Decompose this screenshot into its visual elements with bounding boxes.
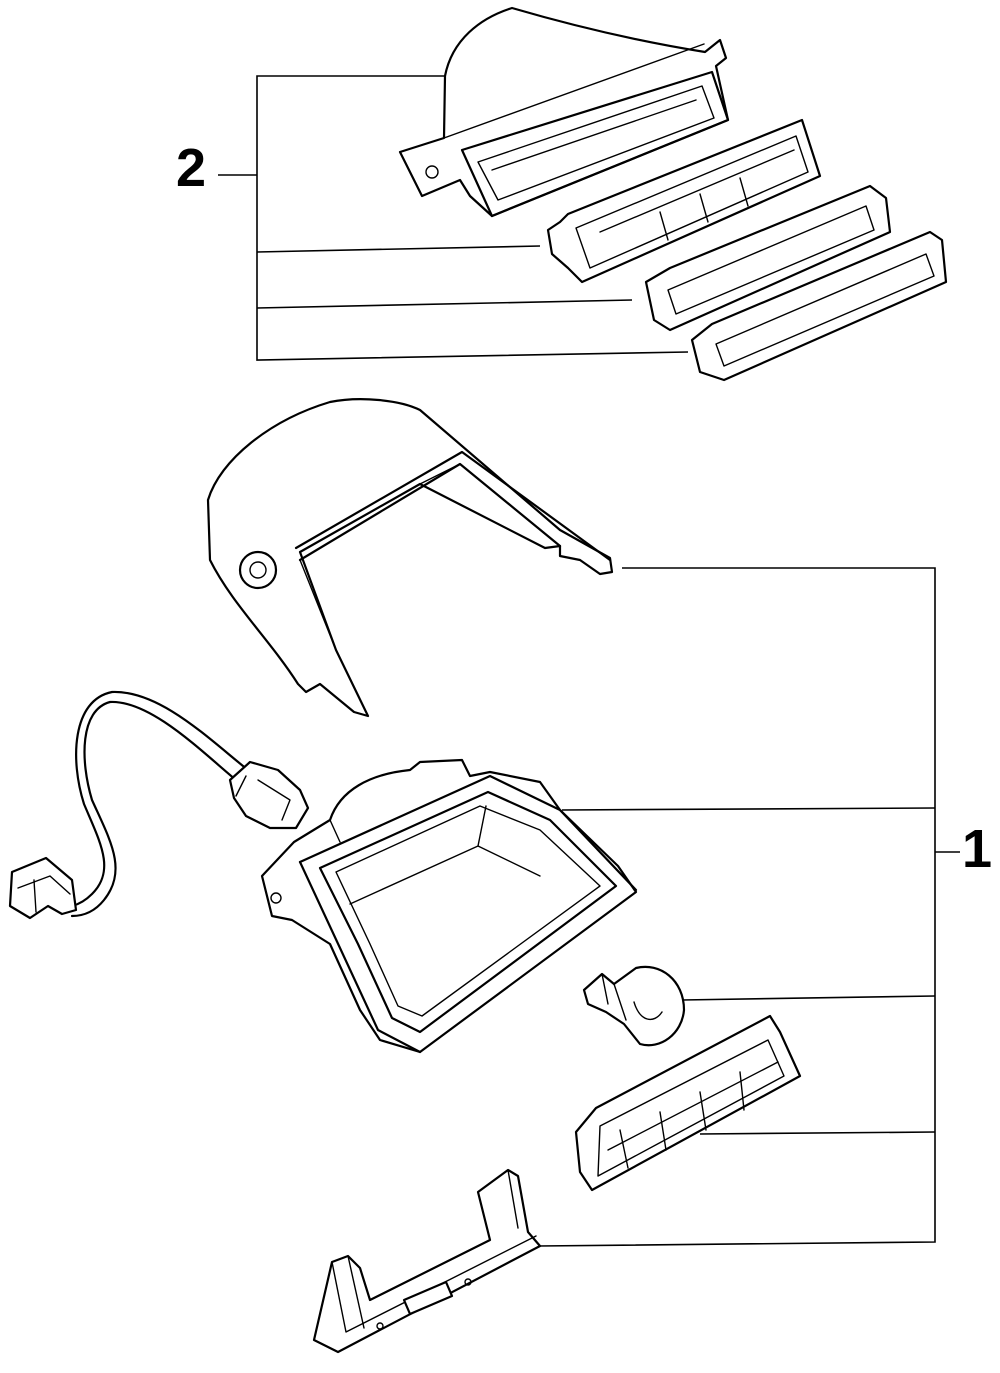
lamp-housing-upper [398,6,730,218]
group-2-leaders [218,75,689,361]
cover [206,398,614,718]
lens-outer [690,230,948,382]
lamp-housing [260,758,638,1054]
callout-number-1: 1 [962,819,993,879]
gasket-frame [644,184,892,332]
wiring-harness [8,690,310,920]
lens-inner [546,118,822,284]
mounting-bracket [312,1168,542,1354]
callout-number-2: 2 [176,138,207,198]
bulb [582,965,686,1047]
group-1-leaders [537,567,960,1247]
lens [574,1014,802,1192]
